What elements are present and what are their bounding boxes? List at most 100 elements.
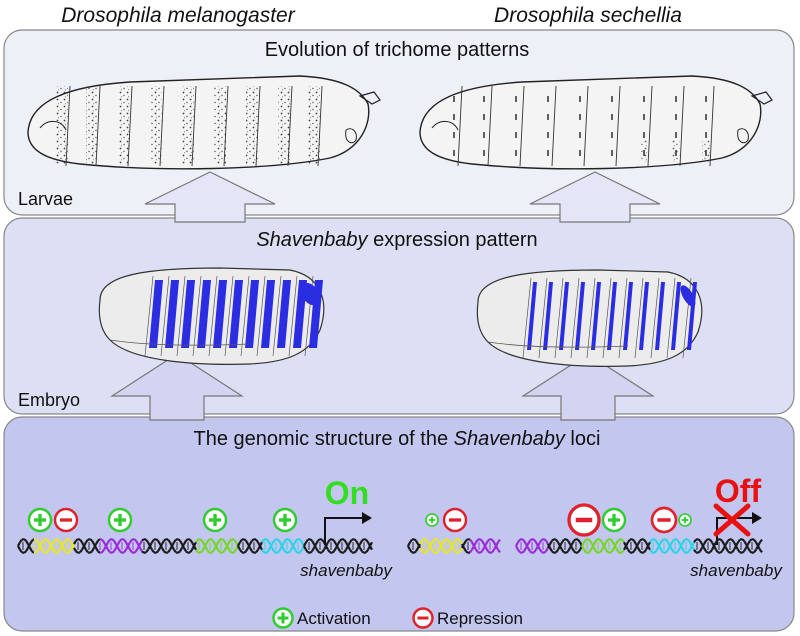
dna-strand-a [339,538,343,542]
expression-stripe [671,282,681,350]
dna-strand-b [91,540,95,545]
dna-strand-b [717,538,721,541]
dna-strand-a [527,540,531,545]
dna-strand-b [343,549,347,554]
dna-strand-a [255,538,259,543]
dna-strand-a [341,538,345,541]
dna-strand-b [21,538,25,541]
dna-strand-b [285,538,289,541]
dna-strand-a [651,551,655,554]
expression-stripe [680,285,696,307]
dna-strand-a [545,547,549,552]
dna-strand-b [567,540,571,545]
dna-strand-a [553,538,557,541]
dna-strand-b [289,540,293,545]
dna-strand-a [79,538,83,543]
dna-strand-a [113,547,117,552]
dna-strand-a [531,538,535,541]
dna-strand-a [693,549,697,554]
dna-strand-b [143,551,147,554]
dna-strand-b [681,547,685,552]
dna-strand-a [199,550,203,554]
dna-strand-b [621,549,625,554]
dna-strand-b [743,540,747,545]
dna-strand-b [477,538,481,541]
dna-strand-a [365,538,369,543]
embryo-segment-line [570,277,580,359]
dna-strand-b [481,540,485,545]
dna-strand-b [109,538,113,541]
expression-stripe [591,282,601,350]
dna-strand-b [735,541,739,547]
repression-icon [53,507,79,533]
dna-strand-b [591,543,595,549]
dna-strand-b [611,540,615,545]
dna-strand-a [595,538,599,542]
dna-strand-a [17,545,21,551]
dna-strand-a [409,549,413,554]
dna-strand-b [51,547,55,552]
dna-strand-b [467,551,471,554]
dna-strand-a [413,550,417,554]
dna-strand-a [429,545,433,551]
dna-strand-a [749,538,753,542]
dna-strand-a [347,545,351,551]
dna-strand-b [653,538,657,542]
dna-strand-a [725,540,729,545]
dna-strand-a [479,550,483,554]
dna-strand-b [155,538,159,542]
dna-strand-a [77,538,81,541]
dna-strand-b [683,550,687,554]
dna-strand-b [27,543,31,549]
dna-strand-b [189,549,193,554]
dna-strand-a [359,540,363,545]
dna-strand-a [261,549,265,554]
dna-strand-a [43,551,47,554]
dna-strand-a [715,549,719,554]
embryo-segment-line [554,277,564,359]
dna-strand-a [285,551,289,554]
dna-strand-a [67,550,71,554]
expression-stripe [229,280,243,348]
dna-strand-b [739,538,743,541]
dna-strand-b [275,551,279,554]
dna-strand-b [177,538,181,542]
dna-strand-b [615,547,619,552]
dna-strand-a [663,538,667,541]
dna-strand-b [531,551,535,554]
dna-strand-a [171,545,175,551]
dna-strand-b [461,543,465,549]
dna-strand-a [327,549,331,554]
dna-strand-b [151,538,155,543]
dna-strand-a [729,538,733,541]
dna-strand-a [163,538,167,542]
dna-strand-a [607,551,611,554]
dna-strand-a [349,549,353,554]
dna-strand-b [699,540,703,545]
dna-strand-a [295,538,299,542]
dna-strand-b [319,551,323,554]
dna-strand-a [643,538,647,543]
dna-strand-b [571,547,575,552]
transcription-arrow-icon [324,512,372,545]
expression-stripe [575,282,585,350]
dna-strand-b [651,538,655,541]
repression-icon [412,607,434,629]
trichome-band [640,140,648,162]
dna-strand-a [361,538,365,542]
dna-strand-a [665,538,669,543]
dna-strand-a [99,538,103,541]
legend-repression-label: Repression [437,609,523,628]
dna-strand-a [287,550,291,554]
larva-segment-line [583,85,589,167]
dna-strand-a [421,538,425,542]
dna-strand-b [33,551,37,554]
dna-strand-a [329,551,333,554]
dna-strand-b [541,538,545,541]
dna-strand-a [559,545,563,551]
dna-strand-b [215,541,219,547]
dna-strand-b [525,543,529,549]
repression-icon [442,507,468,533]
dna-strand-b [497,538,501,543]
arrow-left-lower [109,353,245,421]
